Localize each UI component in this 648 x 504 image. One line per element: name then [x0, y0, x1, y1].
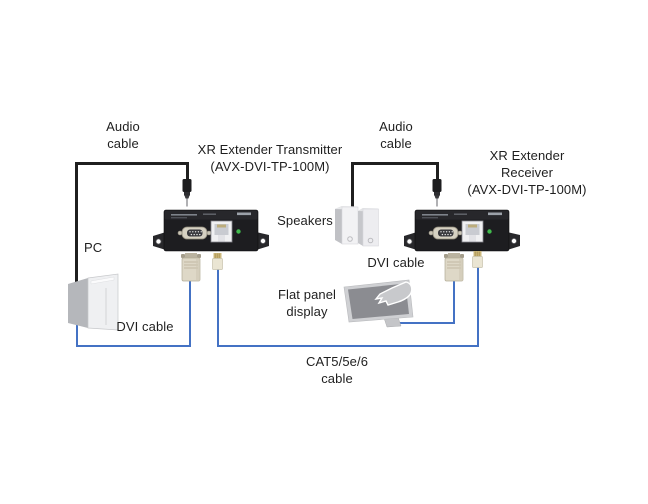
receiver-label: XR Extender Receiver (AVX-DVI-TP-100M)	[467, 148, 587, 198]
dvi-cable-right-horizontal	[398, 322, 455, 324]
audio-cable-right-label: Audio cable	[379, 119, 413, 152]
cat5-cable-label: CAT5/5e/6 cable	[305, 354, 369, 387]
audio-cable-left-horizontal	[75, 162, 189, 165]
audio-plug-left-icon	[182, 179, 192, 207]
pc-label: PC	[84, 240, 103, 255]
dvi-cable-right-label: DVI cable	[367, 255, 425, 270]
dvi-connector-receiver-icon	[444, 253, 464, 282]
speakers-label: Speakers	[277, 213, 333, 228]
dvi-cable-left-horizontal	[76, 345, 191, 347]
audio-cable-right-horizontal	[351, 162, 439, 165]
cat5-cable-up	[477, 266, 479, 347]
flat-panel-label: Flat panel display	[277, 287, 337, 320]
receiver-unit	[404, 209, 520, 252]
rj45-plug-receiver-icon	[472, 251, 483, 268]
flat-panel-display	[343, 279, 414, 328]
dvi-cable-left-label: DVI cable	[116, 319, 174, 334]
audio-cable-left-to-plug	[186, 162, 189, 182]
dvi-connector-transmitter-icon	[181, 253, 201, 282]
transmitter-unit	[153, 209, 269, 252]
speakers	[335, 206, 379, 247]
audio-cable-left-label: Audio cable	[106, 119, 140, 152]
transmitter-label: XR Extender Transmitter (AVX-DVI-TP-100M…	[197, 142, 343, 175]
pc-tower	[68, 273, 119, 331]
rj45-plug-transmitter-icon	[212, 253, 223, 270]
dvi-cable-right-down	[453, 281, 455, 324]
hand-cursor-icon	[374, 281, 413, 306]
audio-cable-right-down	[351, 162, 354, 209]
audio-cable-left-down	[75, 162, 78, 284]
dvi-cable-left-from-pc	[76, 316, 78, 347]
audio-plug-right-icon	[432, 179, 442, 207]
audio-cable-right-to-plug	[436, 162, 439, 182]
dvi-cable-left-up	[189, 281, 191, 347]
cat5-cable-horizontal	[217, 345, 479, 347]
cat5-cable-down	[217, 268, 219, 347]
